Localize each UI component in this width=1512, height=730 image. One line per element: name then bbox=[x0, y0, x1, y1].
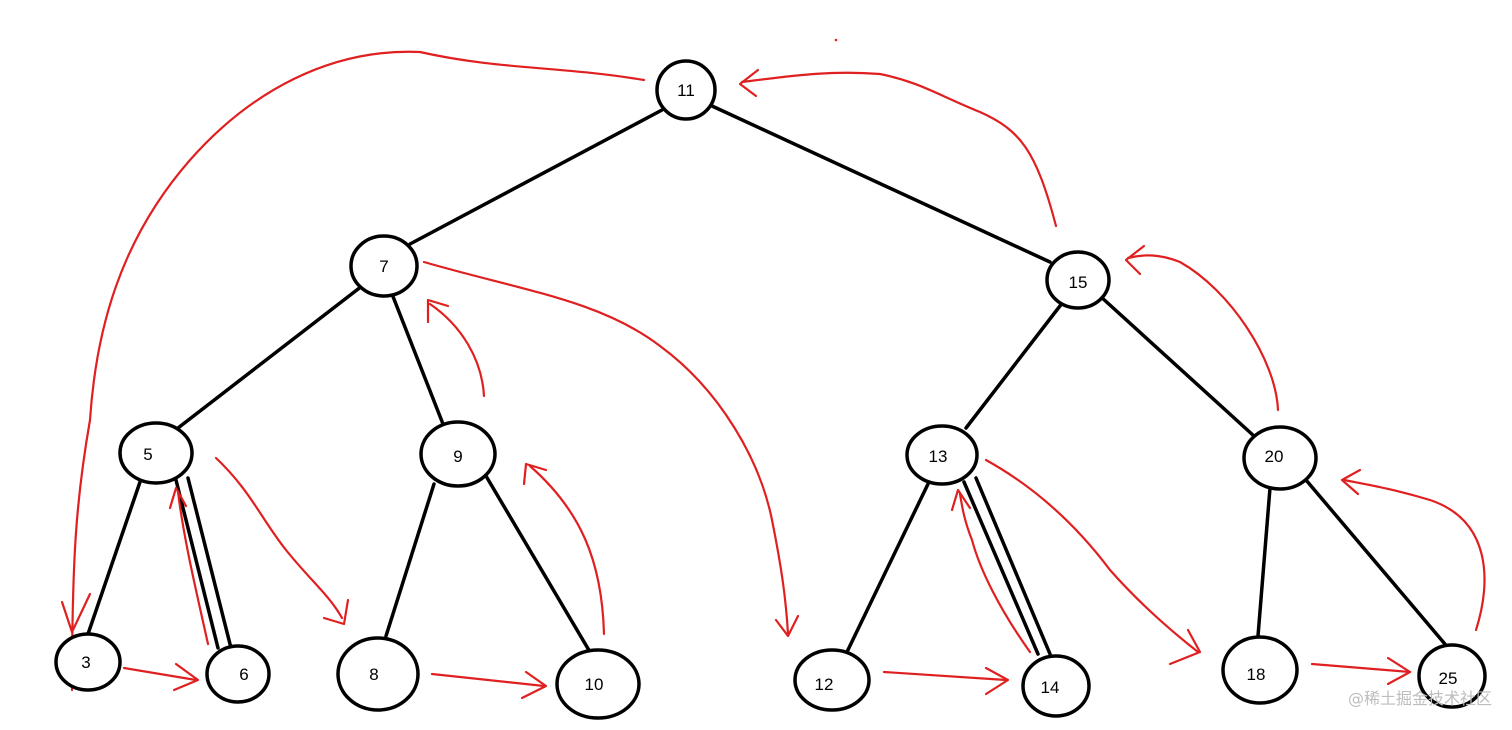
node-label: 5 bbox=[143, 445, 152, 464]
arrow-7-to-12 bbox=[422, 260, 800, 638]
edge-11-7 bbox=[408, 108, 664, 246]
tree-node-10: 10 bbox=[555, 648, 641, 720]
arrow-10-to-9 bbox=[522, 462, 606, 636]
edge-5-6-a bbox=[174, 478, 220, 650]
edge-20-25 bbox=[1304, 478, 1452, 652]
node-label: 12 bbox=[815, 675, 834, 694]
node-label: 8 bbox=[369, 665, 378, 684]
edge-13-12 bbox=[844, 482, 930, 656]
node-label: 7 bbox=[379, 257, 388, 276]
node-label: 15 bbox=[1069, 273, 1088, 292]
node-label: 20 bbox=[1265, 447, 1284, 466]
tree-node-13: 13 bbox=[905, 424, 979, 486]
edge-15-20 bbox=[1098, 294, 1256, 438]
tree-node-12: 12 bbox=[793, 648, 871, 712]
tree-node-8: 8 bbox=[336, 636, 420, 712]
watermark-text: @稀土掘金技术社区 bbox=[1348, 689, 1492, 708]
edge-7-5 bbox=[176, 284, 364, 430]
tree-edges bbox=[86, 104, 1452, 656]
arrow-15-to-11 bbox=[738, 68, 1058, 228]
edge-13-14-a bbox=[962, 480, 1040, 656]
node-label: 14 bbox=[1041, 678, 1060, 697]
edge-9-10 bbox=[484, 474, 592, 654]
tree-node-20: 20 bbox=[1242, 425, 1318, 491]
arrow-18-to-25 bbox=[1310, 656, 1412, 686]
edge-15-13 bbox=[964, 300, 1065, 430]
node-label: 3 bbox=[81, 653, 90, 672]
arrow-9-to-7 bbox=[426, 298, 486, 398]
edge-11-15 bbox=[710, 104, 1052, 264]
tree-node-25: 25 bbox=[1417, 643, 1487, 709]
edge-13-14-b bbox=[974, 476, 1052, 656]
node-label: 11 bbox=[677, 81, 695, 100]
node-label: 10 bbox=[585, 675, 604, 694]
tree-node-11: 11 bbox=[655, 59, 717, 121]
tree-nodes: 11 7 15 5 9 13 20 3 bbox=[54, 59, 1487, 720]
arrow-5-to-8 bbox=[214, 456, 350, 626]
arrow-6-to-5 bbox=[168, 486, 210, 646]
arrow-8-to-10 bbox=[430, 670, 548, 700]
arrow-14-to-13 bbox=[950, 488, 1032, 654]
tree-node-18: 18 bbox=[1221, 635, 1299, 705]
arrow-20-to-15 bbox=[1124, 244, 1280, 412]
node-label: 18 bbox=[1247, 665, 1266, 684]
tree-node-3: 3 bbox=[54, 632, 122, 692]
edge-7-9 bbox=[390, 292, 445, 426]
edge-20-18 bbox=[1256, 486, 1272, 638]
edge-5-6-b bbox=[186, 476, 233, 650]
arrow-11-to-3 bbox=[60, 50, 646, 692]
tree-node-7: 7 bbox=[349, 234, 419, 298]
arrow-12-to-14 bbox=[882, 666, 1010, 696]
node-label: 6 bbox=[239, 665, 248, 684]
tree-node-14: 14 bbox=[1021, 654, 1091, 718]
arrow-13-to-18 bbox=[984, 458, 1202, 666]
tree-node-9: 9 bbox=[419, 420, 497, 488]
edge-5-3 bbox=[86, 480, 142, 636]
tree-node-5: 5 bbox=[118, 421, 194, 485]
stray-mark bbox=[834, 38, 838, 42]
node-label: 25 bbox=[1439, 669, 1458, 688]
arrow-25-to-20 bbox=[1340, 468, 1486, 632]
traversal-arrows bbox=[60, 38, 1486, 700]
node-label: 13 bbox=[929, 447, 948, 466]
tree-node-6: 6 bbox=[205, 644, 271, 704]
tree-node-15: 15 bbox=[1045, 250, 1111, 310]
edge-9-8 bbox=[384, 482, 436, 638]
node-label: 9 bbox=[453, 447, 462, 466]
arrow-3-to-6 bbox=[122, 662, 200, 692]
